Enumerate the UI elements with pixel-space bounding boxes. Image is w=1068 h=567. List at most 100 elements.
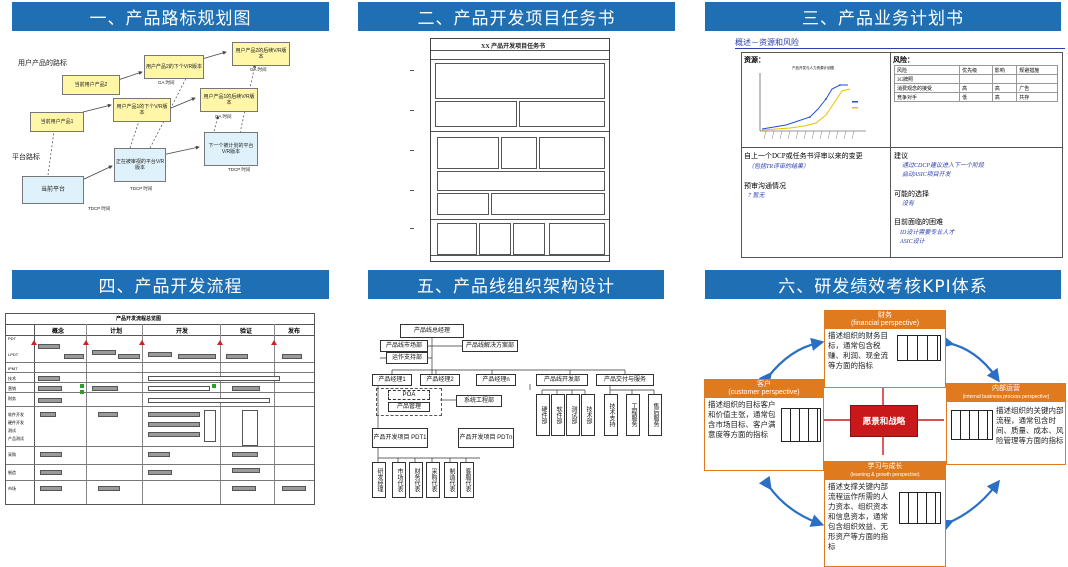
activity-box (148, 352, 172, 357)
form-block (513, 223, 545, 255)
activity-box (148, 432, 200, 437)
risk-cell (991, 74, 1018, 84)
kpi-customer-table-icon (781, 408, 821, 442)
org-member: 采购代表 (426, 462, 440, 498)
roadmap-box-later-user1: 用户产品1的后续V/R版本 (200, 88, 258, 112)
kpi-customer-text: 描述组织的目标客户和价值主张，通常包含市场目标、客户满意度等方面的指标 (708, 400, 776, 439)
milestone-label: GA 时间 (250, 67, 267, 72)
activity-box (204, 410, 216, 442)
header-charter-label: 二、产品开发项目任务书 (417, 9, 616, 29)
phase-divider (34, 324, 35, 504)
form-divider (431, 219, 609, 220)
resource-chart (759, 73, 866, 140)
org-poa-group (376, 388, 442, 416)
form-block (479, 223, 511, 255)
phase-label: 发布 (288, 329, 301, 335)
kpi-internal-sub: (internal business process perspective) (962, 394, 1050, 400)
charter-title: XX 产品开发项目任务书 (481, 44, 546, 50)
margin-mark (410, 150, 414, 151)
kpi-finance-text: 描述组织的财务目标，通常包含税赚、利润、现金流等方面的指标 (828, 331, 888, 370)
header-roadmap: 一、产品路标规划图 (12, 2, 329, 31)
row-label: LPDT (8, 352, 19, 357)
header-kpi: 六、研发绩效考核KPI体系 (705, 270, 1061, 299)
activity-box (64, 354, 84, 359)
row-label: 技术 (8, 376, 16, 381)
header-roadmap-label: 一、产品路标规划图 (89, 9, 252, 29)
phase-divider (86, 324, 87, 504)
milestone-label: TDCP 时间 (88, 206, 111, 211)
form-block (437, 171, 605, 191)
kpi-internal-head: 内部运营(internal business process perspecti… (947, 384, 1065, 402)
risk-header-row: 风险 优先级 影响 规避措施 (893, 65, 1058, 75)
row-divider (6, 480, 314, 481)
activity-box (232, 468, 260, 473)
kpi-learning-title: 学习与成长 (867, 463, 903, 470)
risk-cell: 高 (959, 83, 993, 93)
header-bizplan-label: 三、产品业务计划书 (802, 9, 964, 29)
activity-box (148, 398, 270, 403)
row-label: 营销 (8, 386, 16, 391)
org-devdept: 软件部 (551, 394, 565, 436)
form-divider (431, 50, 609, 51)
risk-cell (959, 74, 993, 84)
row-label: PDT (8, 336, 16, 341)
header-process: 四、产品开发流程 (12, 270, 329, 299)
change-title: 自上一个DCP或任务书评审以来的变更 (744, 152, 863, 160)
activity-box (282, 486, 306, 491)
risk-header: 优先级 (959, 65, 993, 75)
header-org: 五、产品线组织架构设计 (368, 270, 664, 299)
row-label: 产品测试 (8, 436, 24, 441)
activity-box (148, 470, 172, 475)
row-label: IPMT (8, 366, 18, 371)
phase-label: 计划 (110, 329, 123, 335)
milestone-label: TDCP 时间 (228, 167, 251, 172)
roadmap-panel: 用户产品的路标 平台路标 当前用户产品1 当前用户产品2 用户产品1的下个V/R… (0, 0, 340, 260)
roadmap-box-later-user2: 用户产品2的后续V/R版本 (232, 42, 290, 66)
change-note: （包括TR评审的结果） (748, 164, 810, 170)
activity-box (38, 344, 60, 349)
row-divider (6, 382, 314, 383)
org-sysdept: 系统工程部 (456, 395, 502, 407)
risk-row: 消费观念的接受 高 高 广告 (893, 83, 1058, 93)
activity-box (148, 412, 200, 417)
kpi-card-internal: 内部运营(internal business process perspecti… (946, 383, 1066, 465)
platform-roadmap-label: 平台路标 (12, 154, 40, 161)
escalate-title: 预审沟通情况 (744, 182, 786, 190)
risk-table: 风险 优先级 影响 规避措施 3G牌照 消费观念的接受 高 高 广告 竞争对手 … (893, 65, 1058, 102)
org-member: 研发经理 (372, 462, 386, 498)
risk-cell: 低 (959, 92, 993, 102)
risk-cell: 消费观念的接受 (893, 83, 961, 93)
org-manager: 产品经理n (476, 374, 516, 386)
org-pdt1: 产品开发项目 PDT1 (372, 428, 428, 448)
phase-divider (274, 324, 275, 504)
activity-box (40, 452, 62, 457)
kpi-learning-head: 学习与成长(learning & growth perspective) (825, 462, 945, 480)
org-servdept: 技术支持 (604, 394, 618, 436)
difficulty-item: ASIC设计 (900, 239, 925, 245)
form-divider (431, 131, 609, 132)
margin-mark (410, 190, 414, 191)
activity-box (118, 354, 140, 359)
kpi-customer-sub: (customer perspective) (728, 389, 800, 396)
row-divider (6, 362, 314, 363)
roadmap-box-next-user2: 用户产品2的下个V/R版本 (144, 55, 204, 79)
form-block (549, 223, 605, 255)
resource-label: 资源： (744, 56, 765, 64)
phase-divider (220, 324, 221, 504)
kpi-customer-title: 客户 (757, 381, 771, 388)
org-servdept: 售后服务 (648, 394, 662, 436)
org-chart: 产品线总经理 产品线市场部 运作支持部 产品线解决方案部 产品经理1 产品经理2… (370, 318, 670, 508)
margin-mark (410, 110, 414, 111)
org-dev: 产品线开发部 (536, 374, 588, 386)
kpi-center-label: 愿景和战略 (862, 416, 906, 426)
phase-label: 开发 (176, 329, 189, 335)
advice-title: 建议 (894, 152, 908, 160)
kpi-learning-table-icon (899, 492, 941, 524)
activity-box (98, 486, 120, 491)
phase-label: 验证 (240, 329, 253, 335)
roadmap-box-next-platform: 下一个被计划的平台V/R版本 (204, 132, 258, 166)
org-member: 客服代表 (460, 462, 474, 498)
form-block (435, 101, 517, 127)
choice-title: 可能的选择 (894, 190, 929, 198)
form-margin-marks (410, 70, 416, 230)
